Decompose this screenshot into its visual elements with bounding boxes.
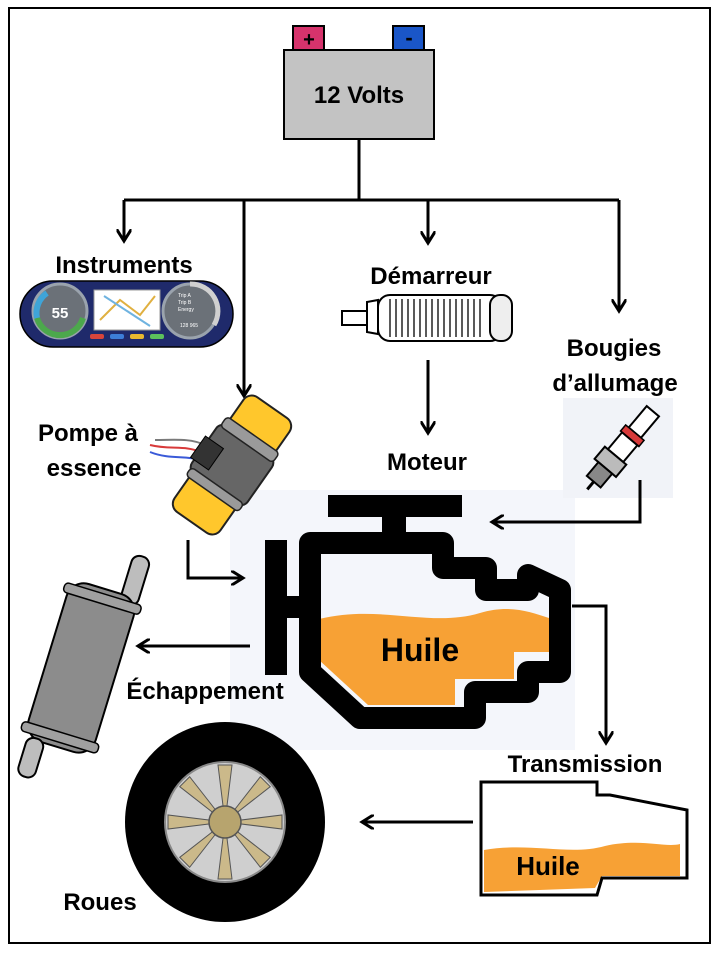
exhaust-icon: [17, 554, 151, 779]
engine-icon: Huile: [265, 495, 571, 729]
dashboard-icon: 55 Trip A Trip B Energy 128 965: [19, 280, 234, 348]
transmission-icon: Huile: [479, 780, 689, 897]
fuel-pump-label-line1: Pompe à: [38, 420, 139, 447]
starter-label: Démarreur: [370, 263, 491, 290]
battery-minus-sign: -: [405, 25, 412, 50]
wheels-label: Roues: [63, 889, 136, 916]
arrow-pump-to-engine: [186, 540, 240, 578]
battery-icon: + - 12 Volts: [283, 25, 435, 140]
odometer-text: 128 965: [180, 323, 198, 329]
spark-plug-icon: [585, 404, 661, 491]
battery-label: 12 Volts: [314, 82, 404, 109]
instruments-label: Instruments: [55, 252, 192, 279]
exhaust-label: Échappement: [126, 677, 283, 705]
wheel-icon: [125, 722, 325, 922]
fuel-pump-label-line2: essence: [47, 455, 142, 482]
engine-label: Moteur: [387, 449, 467, 476]
transmission-oil-label: Huile: [516, 851, 580, 881]
engine-oil-label: Huile: [381, 632, 459, 668]
spark-plugs-label-line2: d’allumage: [552, 370, 677, 397]
battery-negative-terminal: [392, 25, 425, 51]
spark-plugs-label-line1: Bougies: [567, 335, 662, 362]
transmission-label: Transmission: [508, 751, 663, 778]
battery-body: [283, 49, 435, 140]
battery-plus-sign: +: [303, 29, 315, 51]
fuel-pump-icon: [149, 394, 293, 536]
starter-icon: [341, 294, 513, 342]
battery-positive-terminal: [292, 25, 325, 51]
energy-text: Energy: [178, 307, 194, 313]
power-wires: [124, 139, 642, 822]
trip-a-text: Trip A: [178, 293, 192, 299]
trip-b-text: Trip B: [178, 300, 192, 306]
arrow-spark-to-engine: [495, 480, 642, 522]
speed-value: 55: [52, 305, 69, 322]
arrow-engine-to-transmission: [572, 604, 606, 740]
